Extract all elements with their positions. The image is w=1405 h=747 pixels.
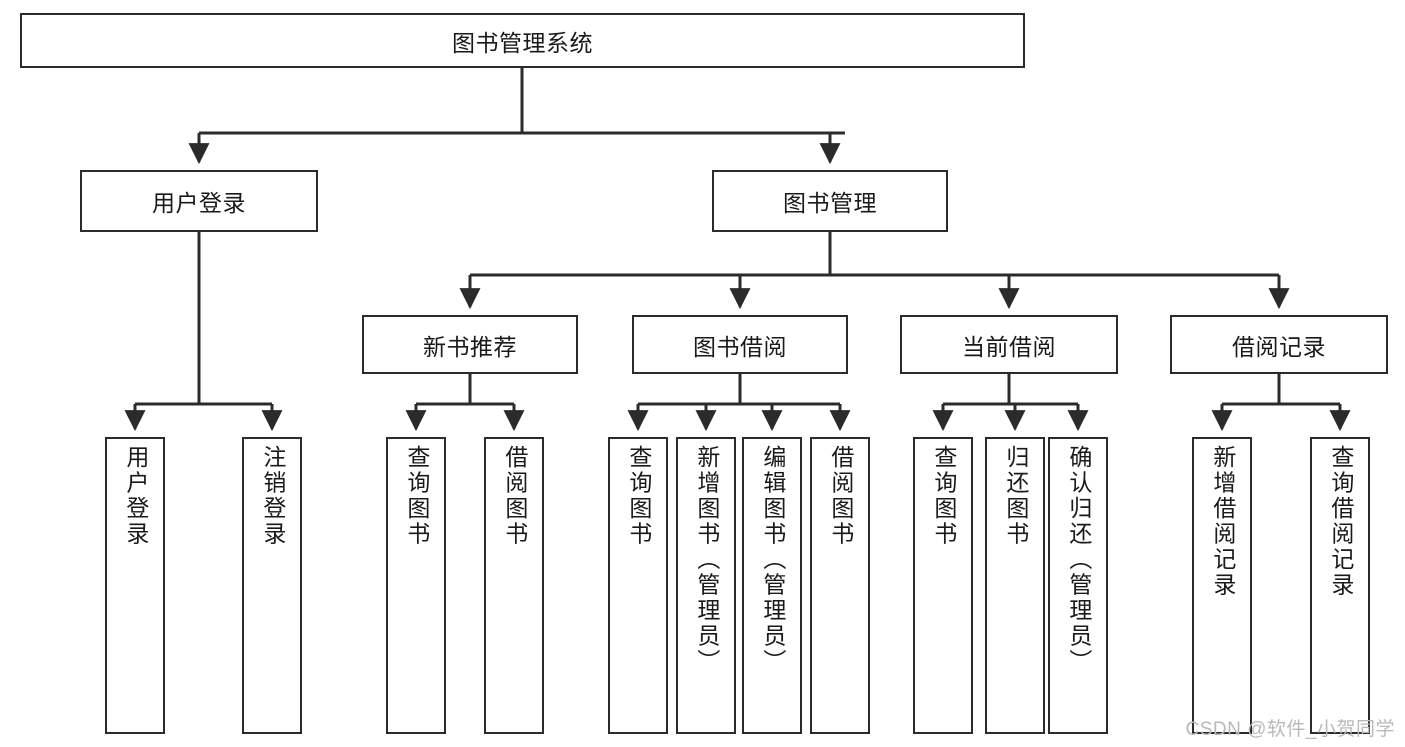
leaf-add-book-admin[interactable]: 新增图书（管理员） bbox=[676, 437, 736, 734]
leaf-query-book-recommend-label: 查询图书 bbox=[403, 445, 430, 547]
leaf-edit-book-admin-label: 编辑图书（管理员） bbox=[759, 445, 786, 675]
node-borrow-record-label: 借阅记录 bbox=[1232, 333, 1326, 360]
leaf-add-borrow-record-label: 新增借阅记录 bbox=[1209, 445, 1236, 598]
node-book-borrow[interactable]: 图书借阅 bbox=[632, 315, 848, 374]
leaf-query-book-borrow[interactable]: 查询图书 bbox=[608, 437, 668, 734]
leaf-return-book[interactable]: 归还图书 bbox=[985, 437, 1045, 734]
leaf-confirm-return-admin[interactable]: 确认归还（管理员） bbox=[1048, 437, 1108, 734]
node-user-login-label: 用户登录 bbox=[152, 190, 246, 216]
leaf-return-book-label: 归还图书 bbox=[1002, 445, 1029, 547]
leaf-user-login-label: 用户登录 bbox=[122, 445, 149, 547]
leaf-query-book-borrow-label: 查询图书 bbox=[625, 445, 652, 547]
node-new-book-recommend-label: 新书推荐 bbox=[423, 333, 517, 360]
leaf-borrow-book-recommend[interactable]: 借阅图书 bbox=[484, 437, 544, 734]
leaf-borrow-book[interactable]: 借阅图书 bbox=[810, 437, 870, 734]
leaf-add-book-admin-label: 新增图书（管理员） bbox=[693, 445, 720, 675]
node-current-borrow-label: 当前借阅 bbox=[962, 333, 1056, 360]
node-root-label: 图书管理系统 bbox=[452, 29, 593, 56]
leaf-query-book-current-label: 查询图书 bbox=[930, 445, 957, 547]
node-book-borrow-label: 图书借阅 bbox=[693, 333, 787, 360]
node-current-borrow[interactable]: 当前借阅 bbox=[900, 315, 1118, 374]
node-user-login[interactable]: 用户登录 bbox=[80, 170, 318, 232]
leaf-borrow-book-label: 借阅图书 bbox=[827, 445, 854, 547]
leaf-confirm-return-admin-label: 确认归还（管理员） bbox=[1065, 445, 1092, 675]
leaf-query-borrow-record[interactable]: 查询借阅记录 bbox=[1310, 437, 1370, 734]
node-borrow-record[interactable]: 借阅记录 bbox=[1170, 315, 1388, 374]
leaf-user-login[interactable]: 用户登录 bbox=[105, 437, 165, 734]
node-book-management[interactable]: 图书管理 bbox=[712, 170, 948, 232]
watermark: CSDN @软件_小贺同学 bbox=[1185, 719, 1395, 740]
leaf-borrow-book-recommend-label: 借阅图书 bbox=[501, 445, 528, 547]
node-new-book-recommend[interactable]: 新书推荐 bbox=[362, 315, 578, 374]
node-root[interactable]: 图书管理系统 bbox=[20, 13, 1025, 68]
leaf-query-book-recommend[interactable]: 查询图书 bbox=[386, 437, 446, 734]
leaf-query-borrow-record-label: 查询借阅记录 bbox=[1327, 445, 1354, 598]
leaf-add-borrow-record[interactable]: 新增借阅记录 bbox=[1192, 437, 1252, 734]
leaf-edit-book-admin[interactable]: 编辑图书（管理员） bbox=[742, 437, 802, 734]
node-book-management-label: 图书管理 bbox=[783, 190, 877, 216]
leaf-logout[interactable]: 注销登录 bbox=[242, 437, 302, 734]
leaf-logout-label: 注销登录 bbox=[259, 445, 286, 547]
leaf-query-book-current[interactable]: 查询图书 bbox=[913, 437, 973, 734]
